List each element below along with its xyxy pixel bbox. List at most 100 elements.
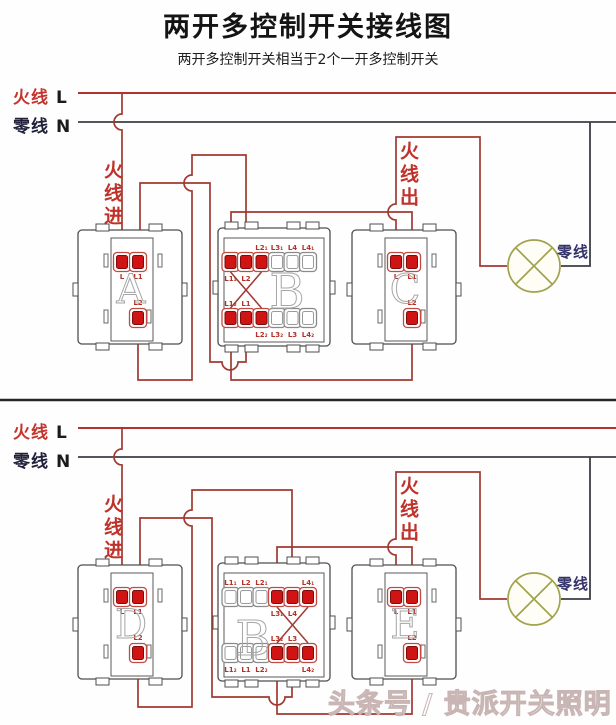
mount-tab: [286, 556, 301, 565]
mount-tab: [286, 221, 301, 230]
mount-tab: [244, 556, 259, 565]
terminal-live: [406, 255, 418, 269]
mount-tab: [305, 679, 320, 688]
panel-tick: [431, 253, 437, 268]
mount-tab: [224, 221, 239, 230]
terminal-unused: [286, 255, 299, 269]
mount-tab: [422, 677, 437, 686]
terminal-label: L: [120, 608, 125, 616]
terminal-label: L2: [133, 634, 142, 642]
mount-tab: [369, 223, 384, 232]
wire-e-to-lamp-liveout: [387, 471, 507, 600]
side-notch: [329, 280, 336, 295]
terminal-live: [240, 255, 252, 269]
lamp-neutral-label-bottom: 零线: [557, 575, 590, 593]
live-code: L: [56, 88, 68, 108]
panel-tick: [377, 588, 383, 603]
wire-a-l1-to-b: [139, 182, 247, 371]
inner-panel: [384, 572, 428, 677]
side-notch: [72, 617, 79, 632]
mount-tab: [95, 342, 110, 351]
switch-letter: B: [269, 264, 304, 320]
terminal-label: L2₁: [255, 244, 267, 252]
side-notch: [212, 280, 219, 295]
neutral-text: 零线: [13, 452, 49, 472]
terminal-label: L3: [288, 635, 297, 643]
terminal-live: [116, 255, 128, 269]
mount-tab: [244, 221, 259, 230]
terminal-label: L4: [288, 610, 297, 618]
terminal-label: L1: [241, 300, 250, 308]
mount-tab: [422, 342, 437, 351]
terminal-live: [286, 646, 299, 660]
live-out-label-top: 火线出: [397, 141, 419, 210]
terminal-label: L1₂: [224, 300, 236, 308]
terminal-live: [286, 590, 299, 604]
side-notch: [346, 282, 353, 297]
terminal-live: [390, 590, 402, 604]
terminal-label: L4₁: [302, 579, 314, 587]
mount-tab: [148, 223, 163, 232]
side-notch: [212, 615, 219, 630]
terminal-live: [271, 590, 283, 604]
switch-letter: E: [390, 602, 419, 648]
inner-panel: [223, 237, 325, 343]
terminal-label: L4₂: [302, 666, 314, 674]
terminal-label: L1: [407, 608, 416, 616]
mount-tab: [305, 221, 320, 230]
mount-tab: [148, 677, 163, 686]
terminal-unused: [224, 590, 237, 604]
page-title: 两开多控制开关接线图: [163, 12, 453, 43]
terminal-label: L2: [407, 634, 416, 642]
side-notch: [346, 617, 353, 632]
terminal-unused: [271, 311, 283, 325]
inner-panel: [110, 572, 154, 677]
panel-tick: [377, 309, 383, 324]
terminal-live: [255, 255, 268, 269]
live-text: 火线: [13, 88, 49, 108]
terminal-live: [132, 255, 144, 269]
mount-tab: [244, 344, 259, 353]
mount-tab: [305, 556, 320, 565]
inner-panel: [384, 237, 428, 342]
live-code: L: [56, 423, 68, 443]
terminal-label: L4: [288, 244, 297, 252]
mount-tab: [369, 677, 384, 686]
terminal-label: L1: [241, 666, 250, 674]
side-notch: [72, 282, 79, 297]
side-notch: [181, 617, 188, 632]
internal-cross-wires: [276, 606, 309, 644]
inner-panel: [223, 572, 325, 678]
wire-live-drop-bottom: [113, 428, 123, 588]
terminal-live: [390, 255, 402, 269]
panel-tick: [103, 309, 109, 324]
terminal-label: L1: [407, 273, 416, 281]
mount-tab: [224, 556, 239, 565]
terminal-live: [224, 311, 237, 325]
terminal-live: [406, 646, 418, 660]
panel-tick: [377, 253, 383, 268]
wire-a-l2-to-b: [137, 154, 247, 381]
terminal-live: [116, 590, 128, 604]
terminal-label: L3₁: [271, 610, 283, 618]
terminal-label: L1₁: [224, 275, 236, 283]
terminal-label: L2₁: [255, 579, 267, 587]
wire-live-drop-top: [113, 93, 123, 253]
terminal-label: L3₂: [271, 331, 283, 339]
mount-tab: [422, 223, 437, 232]
side-notch: [329, 615, 336, 630]
page-subtitle: 两开多控制开关相当于2个一开多控制开关: [177, 52, 439, 68]
live-in-label-bottom: 火线进: [101, 494, 123, 563]
terminal-live: [132, 311, 144, 325]
terminal-label: L4₁: [302, 244, 314, 252]
terminal-unused: [286, 311, 299, 325]
panel-tick: [157, 253, 163, 268]
terminal-live: [240, 311, 252, 325]
mount-tab: [95, 223, 110, 232]
terminal-live: [271, 646, 283, 660]
